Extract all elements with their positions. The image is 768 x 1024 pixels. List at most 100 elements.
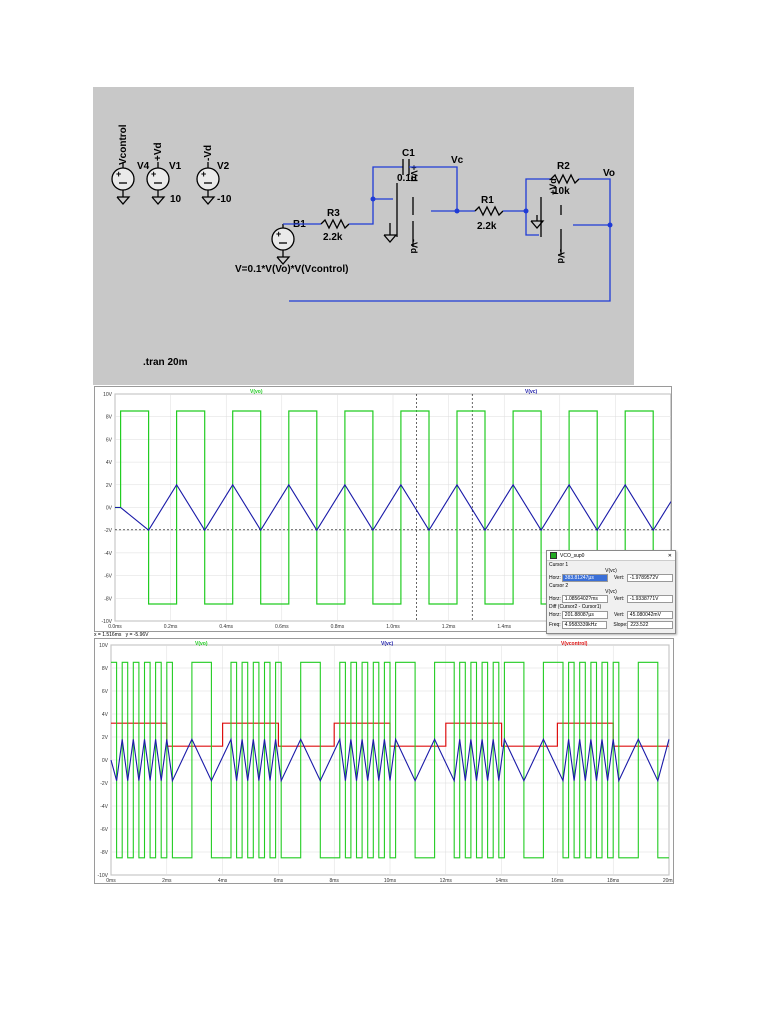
y-tick-label: 2V: [102, 735, 109, 741]
v4-voltage-source[interactable]: +: [111, 162, 135, 205]
cursor2-section: Cursor 2: [549, 583, 569, 589]
v2-net-label: -Vd: [203, 145, 214, 161]
diff-slope-field[interactable]: 223.522: [627, 621, 673, 629]
cursor1-horz-field[interactable]: 383.81247µs: [561, 574, 608, 582]
cursor-dialog[interactable]: VCO_sup0 ✕ Cursor 1 V(vc) Horz: 383.8124…: [546, 550, 676, 634]
diff-vert-field[interactable]: 45.080042mV: [626, 611, 673, 619]
cursor1-horz-label: Horz:: [549, 575, 561, 581]
vo-net-label: Vo: [603, 168, 615, 179]
x-tick-label: 18ms: [607, 878, 620, 883]
v1-name: V1: [169, 161, 182, 172]
y-tick-label: -4V: [100, 804, 108, 810]
readout-x: x = 1.516ms: [94, 632, 122, 638]
trace-vc-line: [115, 483, 672, 532]
r1-value: 2.2k: [477, 221, 497, 232]
cursor2-horz-field[interactable]: 1.0856402?ms: [561, 595, 608, 603]
y-tick-label: 10V: [103, 392, 113, 398]
v1-value: 10: [170, 194, 182, 205]
y-tick-label: -6V: [100, 827, 108, 833]
r2-resistor[interactable]: [550, 173, 580, 185]
diff-section: Diff (Cursor2 - Cursor1): [549, 604, 602, 610]
cursor1-trace: V(vc): [605, 568, 617, 574]
diff-horz-field[interactable]: 201.88087µs: [561, 611, 608, 619]
cursor2-trace: V(vc): [605, 589, 617, 595]
y-tick-label: 4V: [102, 712, 109, 718]
opamp-integrator[interactable]: [396, 183, 414, 247]
y-tick-label: 6V: [106, 437, 113, 443]
y-tick-label: 0V: [106, 506, 113, 512]
x-tick-label: 8ms: [329, 878, 339, 883]
trace-vc-line: [110, 737, 670, 783]
x-tick-label: 1.2ms: [442, 624, 456, 630]
svg-text:+: +: [116, 169, 121, 179]
opamp2-minus-vd: -Vd: [556, 249, 566, 264]
spice-directive[interactable]: .tran 20m: [143, 357, 188, 368]
trace-label-vc: V(vc): [525, 389, 538, 395]
y-tick-label: -8V: [100, 850, 108, 856]
y-tick-label: -10V: [101, 619, 112, 625]
v2-value: -10: [217, 194, 232, 205]
x-tick-label: 0.8ms: [331, 624, 345, 630]
y-tick-label: -10V: [97, 873, 108, 879]
x-tick-label: 1.4ms: [497, 624, 511, 630]
v4-name: V4: [137, 161, 150, 172]
svg-text:+: +: [201, 169, 206, 179]
r3-name: R3: [327, 208, 340, 219]
r1-resistor[interactable]: [474, 205, 504, 217]
opamp1-minus-vd: -Vd: [409, 239, 419, 254]
r3-resistor[interactable]: [320, 218, 350, 230]
v4-net-label: Vcontrol: [118, 124, 129, 165]
y-tick-label: 6V: [102, 689, 109, 695]
cursor2-vert-label: Vert:: [614, 596, 625, 602]
opamp-comparator[interactable]: [540, 197, 562, 255]
cursor1-vert-field[interactable]: -1.9789572V: [626, 574, 673, 582]
r2-name: R2: [557, 161, 570, 172]
diff-horz-label: Horz:: [549, 612, 561, 618]
diff-freq-label: Freq:: [549, 622, 561, 628]
ground-symbol: [383, 223, 398, 243]
x-tick-label: 2ms: [162, 878, 172, 883]
c1-value: 0.1u: [397, 173, 417, 184]
trace-vo-line: [115, 410, 671, 605]
x-tick-label: 10ms: [384, 878, 397, 883]
cursor-readout: x = 1.516ms y = -5.96V: [94, 632, 149, 638]
y-tick-label: 10V: [99, 643, 109, 649]
x-tick-label: 20ms: [663, 878, 673, 883]
x-tick-label: 0ms: [106, 878, 116, 883]
x-tick-label: 14ms: [495, 878, 508, 883]
cursor2-horz-label: Horz:: [549, 596, 561, 602]
svg-text:+: +: [151, 169, 156, 179]
vc-net-label: Vc: [451, 155, 464, 166]
schematic-canvas[interactable]: + Vcontrol V4 + +Vd V1 10 + -: [93, 87, 634, 385]
diff-freq-field[interactable]: 4.9583339kHz: [561, 621, 608, 629]
r2-value: 10k: [553, 186, 570, 197]
trace-vo-line: [111, 661, 669, 859]
x-tick-label: 12ms: [440, 878, 453, 883]
opamp1-plus-vd: +Vd: [409, 165, 419, 182]
y-tick-label: -6V: [104, 574, 112, 580]
cursor2-vert-field[interactable]: -1.9338771V: [626, 595, 673, 603]
v2-voltage-source[interactable]: +: [196, 162, 220, 205]
trace-label-vc: V(vc): [381, 641, 394, 647]
close-icon[interactable]: ✕: [667, 552, 672, 559]
v2-name: V2: [217, 161, 230, 172]
y-tick-label: 8V: [106, 415, 113, 421]
y-tick-label: 0V: [102, 758, 109, 764]
x-tick-label: 0.0ms: [108, 624, 122, 630]
trace-label-vcontrol: V(vcontrol): [561, 641, 588, 647]
v1-voltage-source[interactable]: +: [146, 162, 170, 205]
cursor-dialog-titlebar[interactable]: VCO_sup0 ✕: [547, 551, 675, 561]
y-tick-label: -2V: [100, 781, 108, 787]
b1-behavioral-source[interactable]: +: [271, 224, 295, 265]
opamp2-plus-vd: +Vd: [548, 178, 558, 195]
cursor1-section: Cursor 1: [549, 562, 569, 568]
y-tick-label: 4V: [106, 460, 113, 466]
trace-label-vo: V(vo): [195, 641, 208, 647]
r3-value: 2.2k: [323, 232, 343, 243]
x-tick-label: 0.6ms: [275, 624, 289, 630]
svg-text:+: +: [276, 229, 281, 239]
c1-name: C1: [402, 148, 415, 159]
